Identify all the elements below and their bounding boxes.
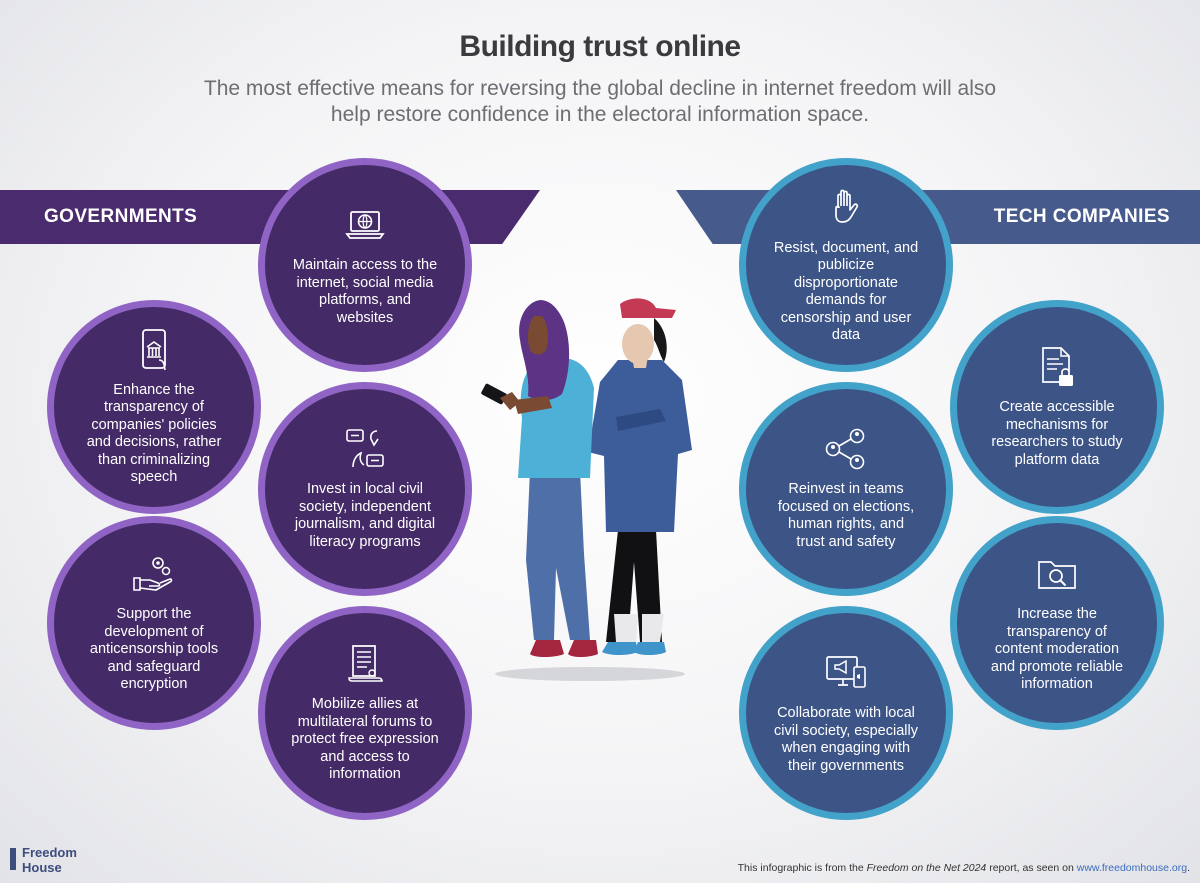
page-title: Building trust online	[459, 30, 741, 63]
tech-circle-moderation: Increase the transparency of content mod…	[950, 516, 1164, 730]
gov-circle-anticensorship: Support the development of anticensorshi…	[47, 516, 261, 730]
gov-circle-invest: Invest in local civil society, independe…	[258, 382, 472, 596]
people-illustration	[481, 298, 692, 681]
tech-companies-label: TECH COMPANIES	[993, 206, 1170, 227]
tech-circle-researchers-text: Create accessible mechanisms for researc…	[991, 399, 1123, 468]
tech-circle-collaborate: Collaborate with local civil society, es…	[739, 606, 953, 820]
torch-icon	[10, 848, 16, 870]
gov-circle-transparency: Enhance the transparency of companies' p…	[47, 300, 261, 514]
footer-note: This infographic is from the Freedom on …	[738, 862, 1190, 874]
tech-circle-researchers: Create accessible mechanisms for researc…	[950, 300, 1164, 514]
tech-circle-resist-text: Resist, document, and publicize dispropo…	[773, 239, 919, 344]
footer-report-title: Freedom on the Net 2024	[866, 862, 987, 874]
hand-gears-icon	[133, 557, 173, 592]
tech-circle-resist: Resist, document, and publicize dispropo…	[739, 158, 953, 372]
footer-middle: report, as seen on	[986, 862, 1077, 874]
footer-prefix: This infographic is from the	[737, 862, 867, 874]
gov-circle-anticensorship-text: Support the development of anticensorshi…	[89, 606, 219, 693]
tech-circle-reinvest: Reinvest in teams focused on elections, …	[739, 382, 953, 596]
tech-circle-reinvest-text: Reinvest in teams focused on elections, …	[777, 481, 915, 550]
logo-line2: House	[22, 860, 62, 875]
gov-circle-access-text: Maintain access to the internet, social …	[292, 257, 438, 326]
tech-circle-collaborate-text: Collaborate with local civil society, es…	[774, 705, 918, 774]
gov-circle-transparency-text: Enhance the transparency of companies' p…	[86, 381, 222, 486]
gov-circle-mobilize: Mobilize allies at multilateral forums t…	[258, 606, 472, 820]
gov-circle-access: Maintain access to the internet, social …	[258, 158, 472, 372]
logo-line1: Freedom	[22, 845, 77, 860]
network-people-icon	[825, 428, 865, 470]
document-lock-icon	[1042, 347, 1073, 386]
footer-suffix: .	[1187, 862, 1190, 874]
tech-circle-moderation-text: Increase the transparency of content mod…	[990, 606, 1124, 693]
scroll-document-icon	[348, 645, 383, 683]
gov-circle-invest-text: Invest in local civil society, independe…	[294, 481, 436, 550]
gov-circle-mobilize-text: Mobilize allies at multilateral forums t…	[291, 696, 439, 783]
globe-laptop-icon	[345, 211, 385, 239]
phone-government-icon	[142, 328, 166, 370]
raised-hand-icon	[835, 189, 859, 223]
devices-megaphone-icon	[826, 656, 866, 688]
speech-bubbles-icon	[346, 429, 384, 468]
page-subtitle: The most effective means for reversing t…	[203, 77, 997, 126]
governments-label: GOVERNMENTS	[44, 206, 198, 227]
folder-search-icon	[1038, 561, 1076, 590]
footer-link[interactable]: www.freedomhouse.org	[1076, 862, 1188, 874]
